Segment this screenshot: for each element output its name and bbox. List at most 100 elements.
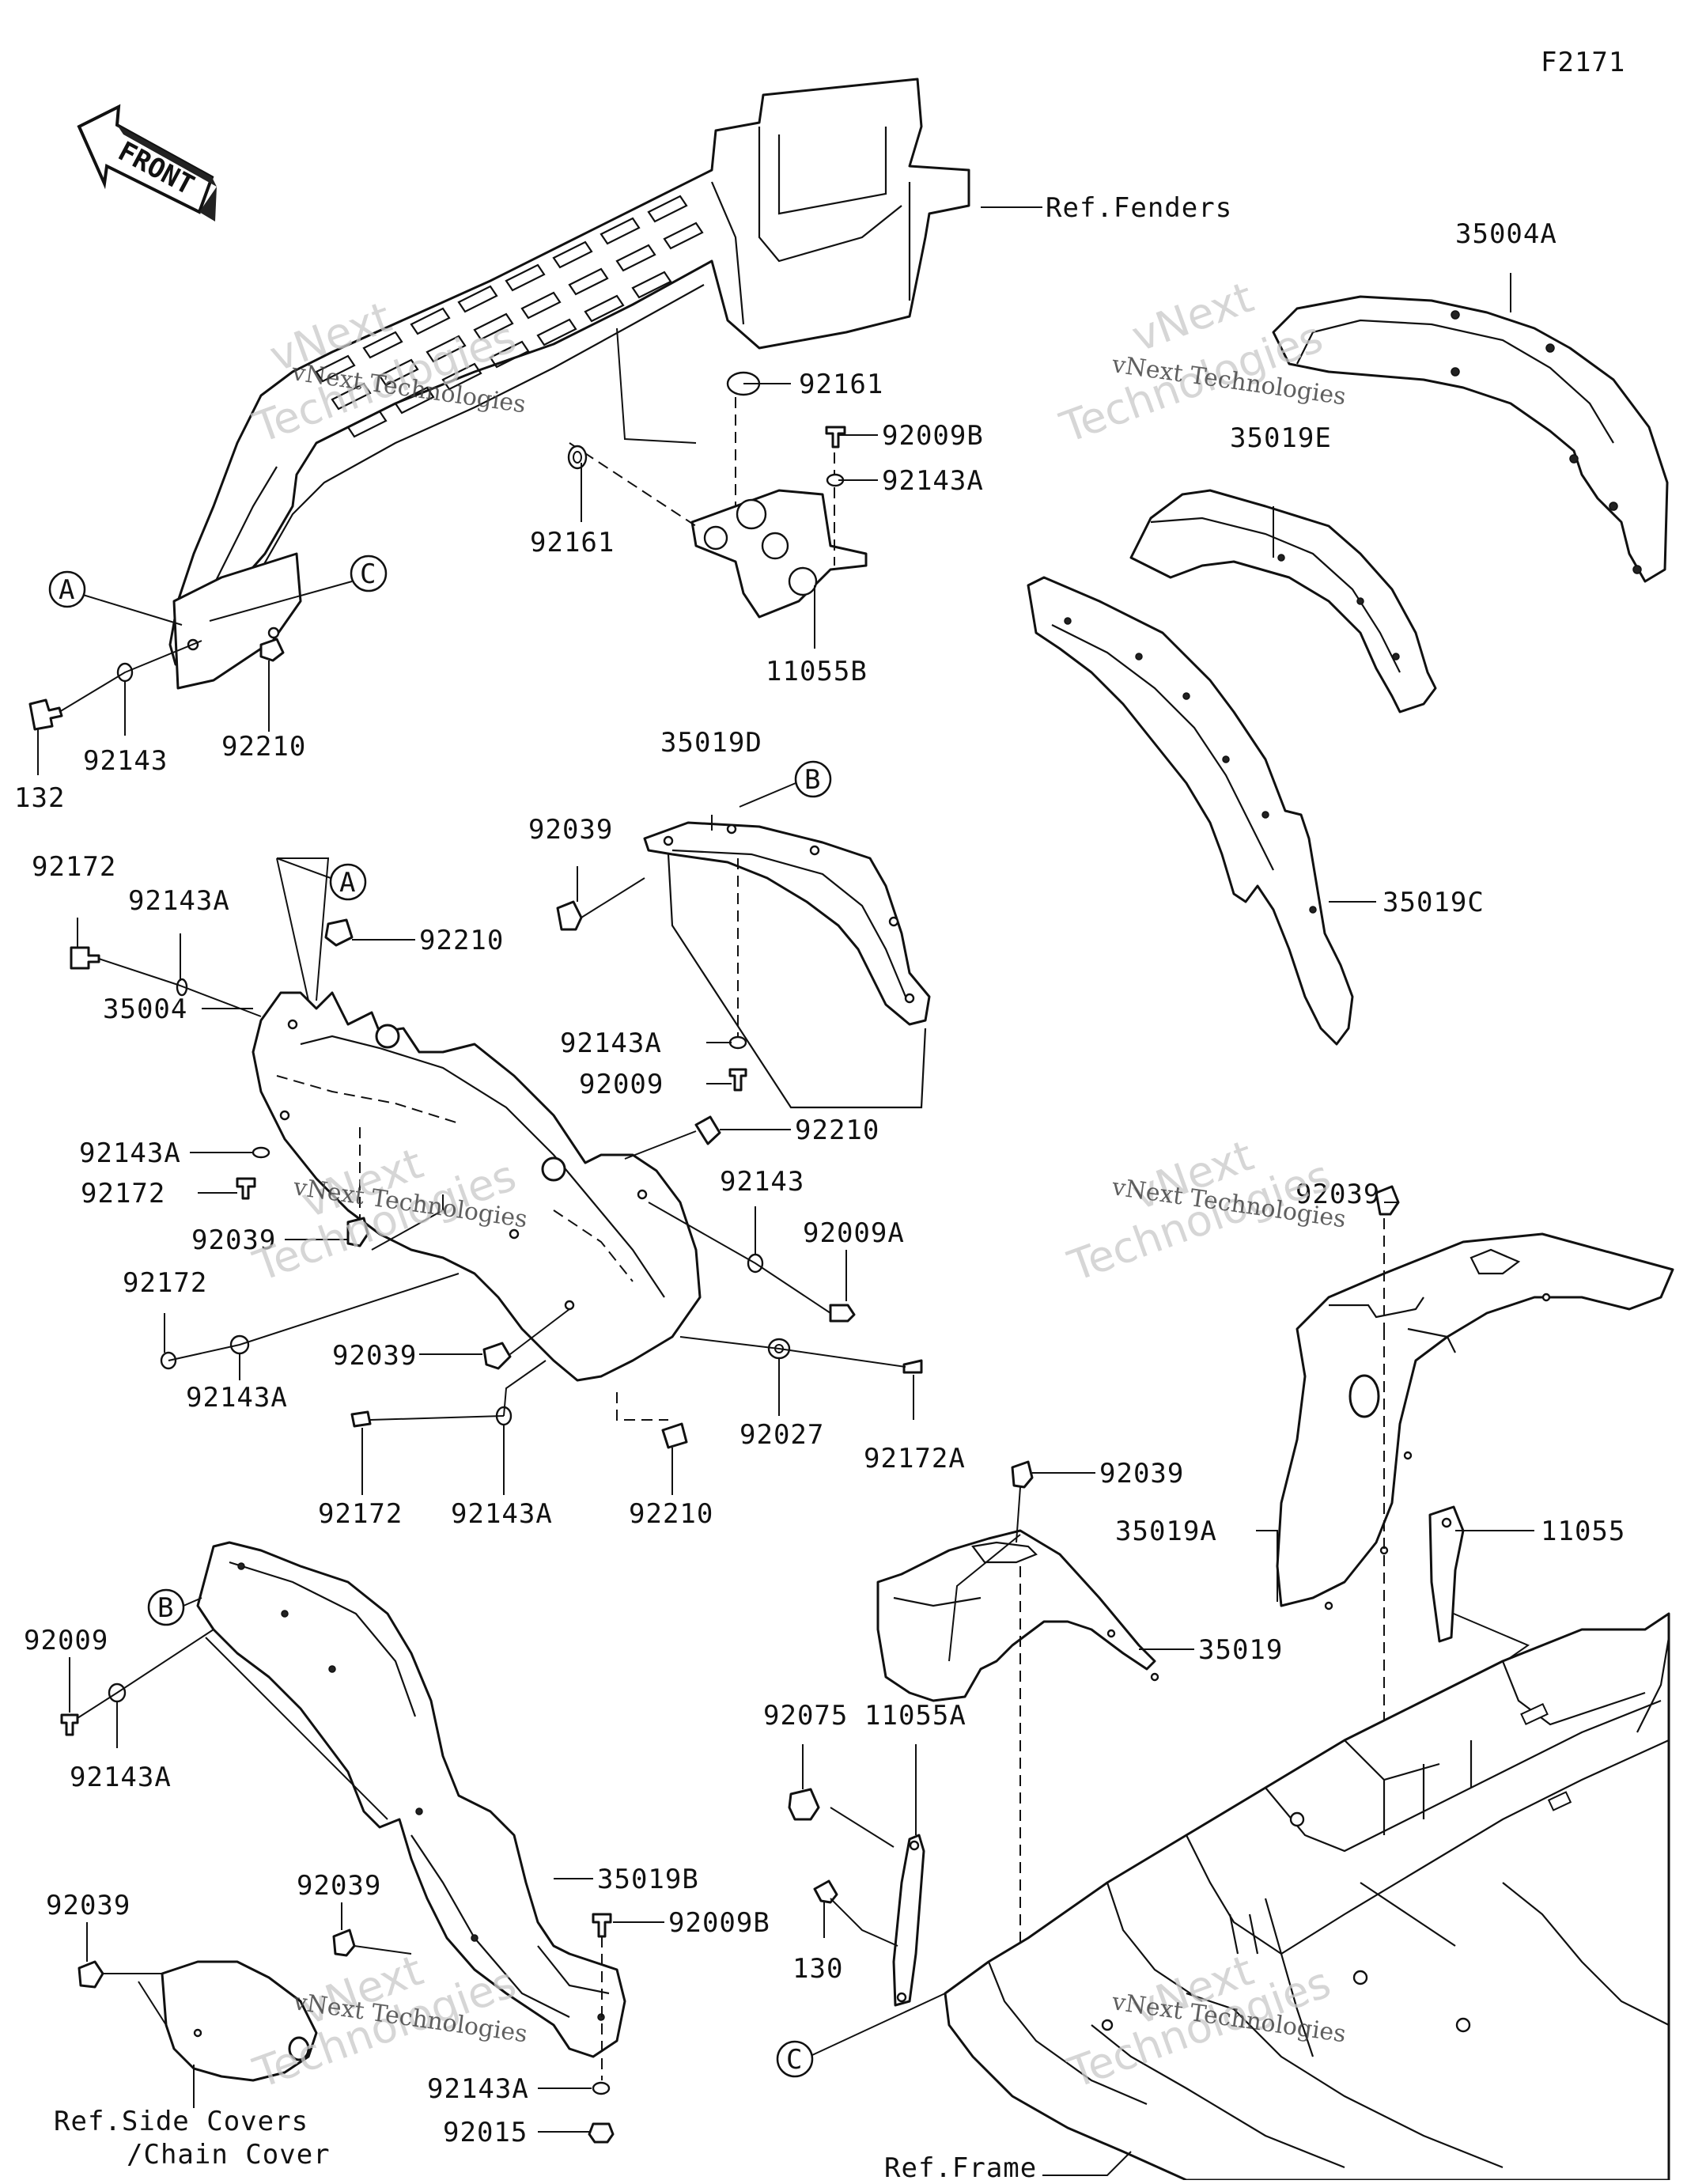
part-label: 35019E [1230, 422, 1332, 454]
washer-92143a-left [176, 978, 188, 997]
fender-35004a [1272, 295, 1669, 583]
bolt-92172-bottom [350, 1410, 372, 1428]
svg-text:C: C [786, 2044, 802, 2076]
front-grille-assembly [168, 78, 970, 690]
grommet-92161-left [567, 445, 588, 470]
clip-92039-right-top [1375, 1185, 1400, 1216]
washer-92143a-mid [728, 1035, 747, 1050]
clip-92039-mid-top [556, 900, 583, 931]
part-label: 92009B [668, 1907, 770, 1939]
part-label: 92009A [803, 1217, 905, 1249]
cover-35019 [876, 1529, 1159, 1702]
washer-92143a-mid-left [252, 1146, 270, 1159]
washer-92143a-bottom-right [592, 2081, 611, 2095]
part-label: 92039 [1099, 1458, 1184, 1489]
front-arrow-icon: FRONT [77, 104, 217, 221]
part-label: 92172 [123, 1267, 207, 1299]
nut-92210-mid-right [694, 1115, 721, 1145]
part-label: 92039 [297, 1870, 381, 1902]
svg-text:A: A [59, 574, 74, 606]
part-label: 92143A [128, 885, 230, 917]
part-label: 130 [792, 1953, 843, 1985]
part-label: 92009 [24, 1625, 108, 1656]
ref-fenders-label: Ref.Fenders [1046, 192, 1232, 224]
ref-frame-label: Ref.Frame [884, 2152, 1037, 2180]
part-label: 92172 [81, 1178, 165, 1209]
part-label: 35004A [1455, 218, 1557, 250]
part-label: 92143A [882, 465, 984, 497]
bolt-130 [813, 1879, 838, 1904]
part-label: 92075 [763, 1700, 848, 1732]
part-label: 11055 [1541, 1516, 1625, 1547]
part-label: 92161 [530, 527, 615, 558]
fender-35019b [196, 1541, 626, 2058]
figure-code: F2171 [1541, 47, 1625, 78]
part-label: 92039 [332, 1340, 417, 1372]
clip-92039-lower [482, 1342, 512, 1370]
part-label: 35004 [103, 994, 187, 1025]
bolt-92009b-top [825, 426, 846, 449]
ref-chain-cover-label: /Chain Cover [127, 2139, 331, 2171]
bolt-92172a [902, 1359, 923, 1374]
side-cover-ref [161, 1960, 318, 2082]
fender-35019e [1129, 489, 1437, 713]
fender-35019a [1276, 1232, 1674, 1611]
part-label: 92143A [427, 2073, 529, 2105]
fender-35019c [1027, 576, 1354, 1046]
callout-c-bottom: C [776, 1993, 946, 2078]
part-label: 92210 [221, 731, 306, 763]
nut-92210-bottom [661, 1422, 688, 1449]
bolt-92009-mid [728, 1068, 747, 1092]
part-label: 92039 [191, 1224, 276, 1256]
part-label: 35019C [1383, 887, 1485, 918]
bolt-132 [28, 698, 63, 731]
svg-text:B: B [804, 764, 820, 796]
part-label: 92210 [629, 1498, 713, 1530]
part-label: 92143A [451, 1498, 553, 1530]
nut-92015 [588, 2122, 615, 2144]
part-label: 92210 [419, 925, 504, 956]
svg-text:C: C [360, 558, 376, 590]
bolt-92009-left [60, 1713, 79, 1736]
clip-92039-right-mid [1011, 1460, 1034, 1489]
cover-35019d [643, 821, 931, 1109]
callout-b-top: B [739, 760, 832, 808]
part-label: 92015 [443, 2117, 528, 2148]
ref-side-covers-label: Ref.Side Covers [54, 2106, 308, 2137]
part-label: 92172 [318, 1498, 403, 1530]
part-label: 92172 [32, 851, 116, 883]
bracket-11055a [830, 1807, 925, 2007]
bolt-92009a-mid [829, 1304, 856, 1323]
part-label: 92143A [79, 1137, 181, 1169]
svg-text:B: B [157, 1592, 173, 1624]
callout-c-top: C [209, 555, 388, 622]
part-labels: 92161 92161 92009B 92143A 11055B 92143 1… [14, 218, 1625, 2148]
nut-92210-mid-top [324, 918, 354, 947]
part-label: 92039 [46, 1890, 130, 1921]
callout-a-top: A [48, 570, 183, 626]
part-label: 92039 [1296, 1179, 1380, 1210]
part-label: 92143 [720, 1166, 804, 1198]
part-label: 92143A [70, 1762, 172, 1793]
bolt-92172-left [70, 946, 100, 970]
nut-92210-top [259, 638, 285, 662]
part-label: 92210 [795, 1115, 879, 1146]
part-label: 11055A [864, 1700, 966, 1732]
part-label: 35019A [1115, 1516, 1217, 1547]
svg-text:A: A [339, 867, 355, 899]
grommet-92075 [788, 1788, 820, 1821]
bolt-92172-mid-left [236, 1177, 256, 1200]
part-label: 11055B [766, 656, 868, 687]
part-label: 35019D [660, 727, 762, 759]
part-label: 35019B [597, 1864, 699, 1895]
callout-b-bottom: B [147, 1588, 202, 1626]
part-label: 92143A [560, 1028, 662, 1059]
callout-a-middle: A [276, 857, 367, 901]
clip-92039-bottom-left [78, 1960, 104, 1989]
frame [944, 1612, 1670, 2182]
part-label: 92009 [579, 1069, 664, 1100]
part-label: 92143 [83, 745, 168, 777]
part-label: 35019 [1198, 1634, 1283, 1666]
